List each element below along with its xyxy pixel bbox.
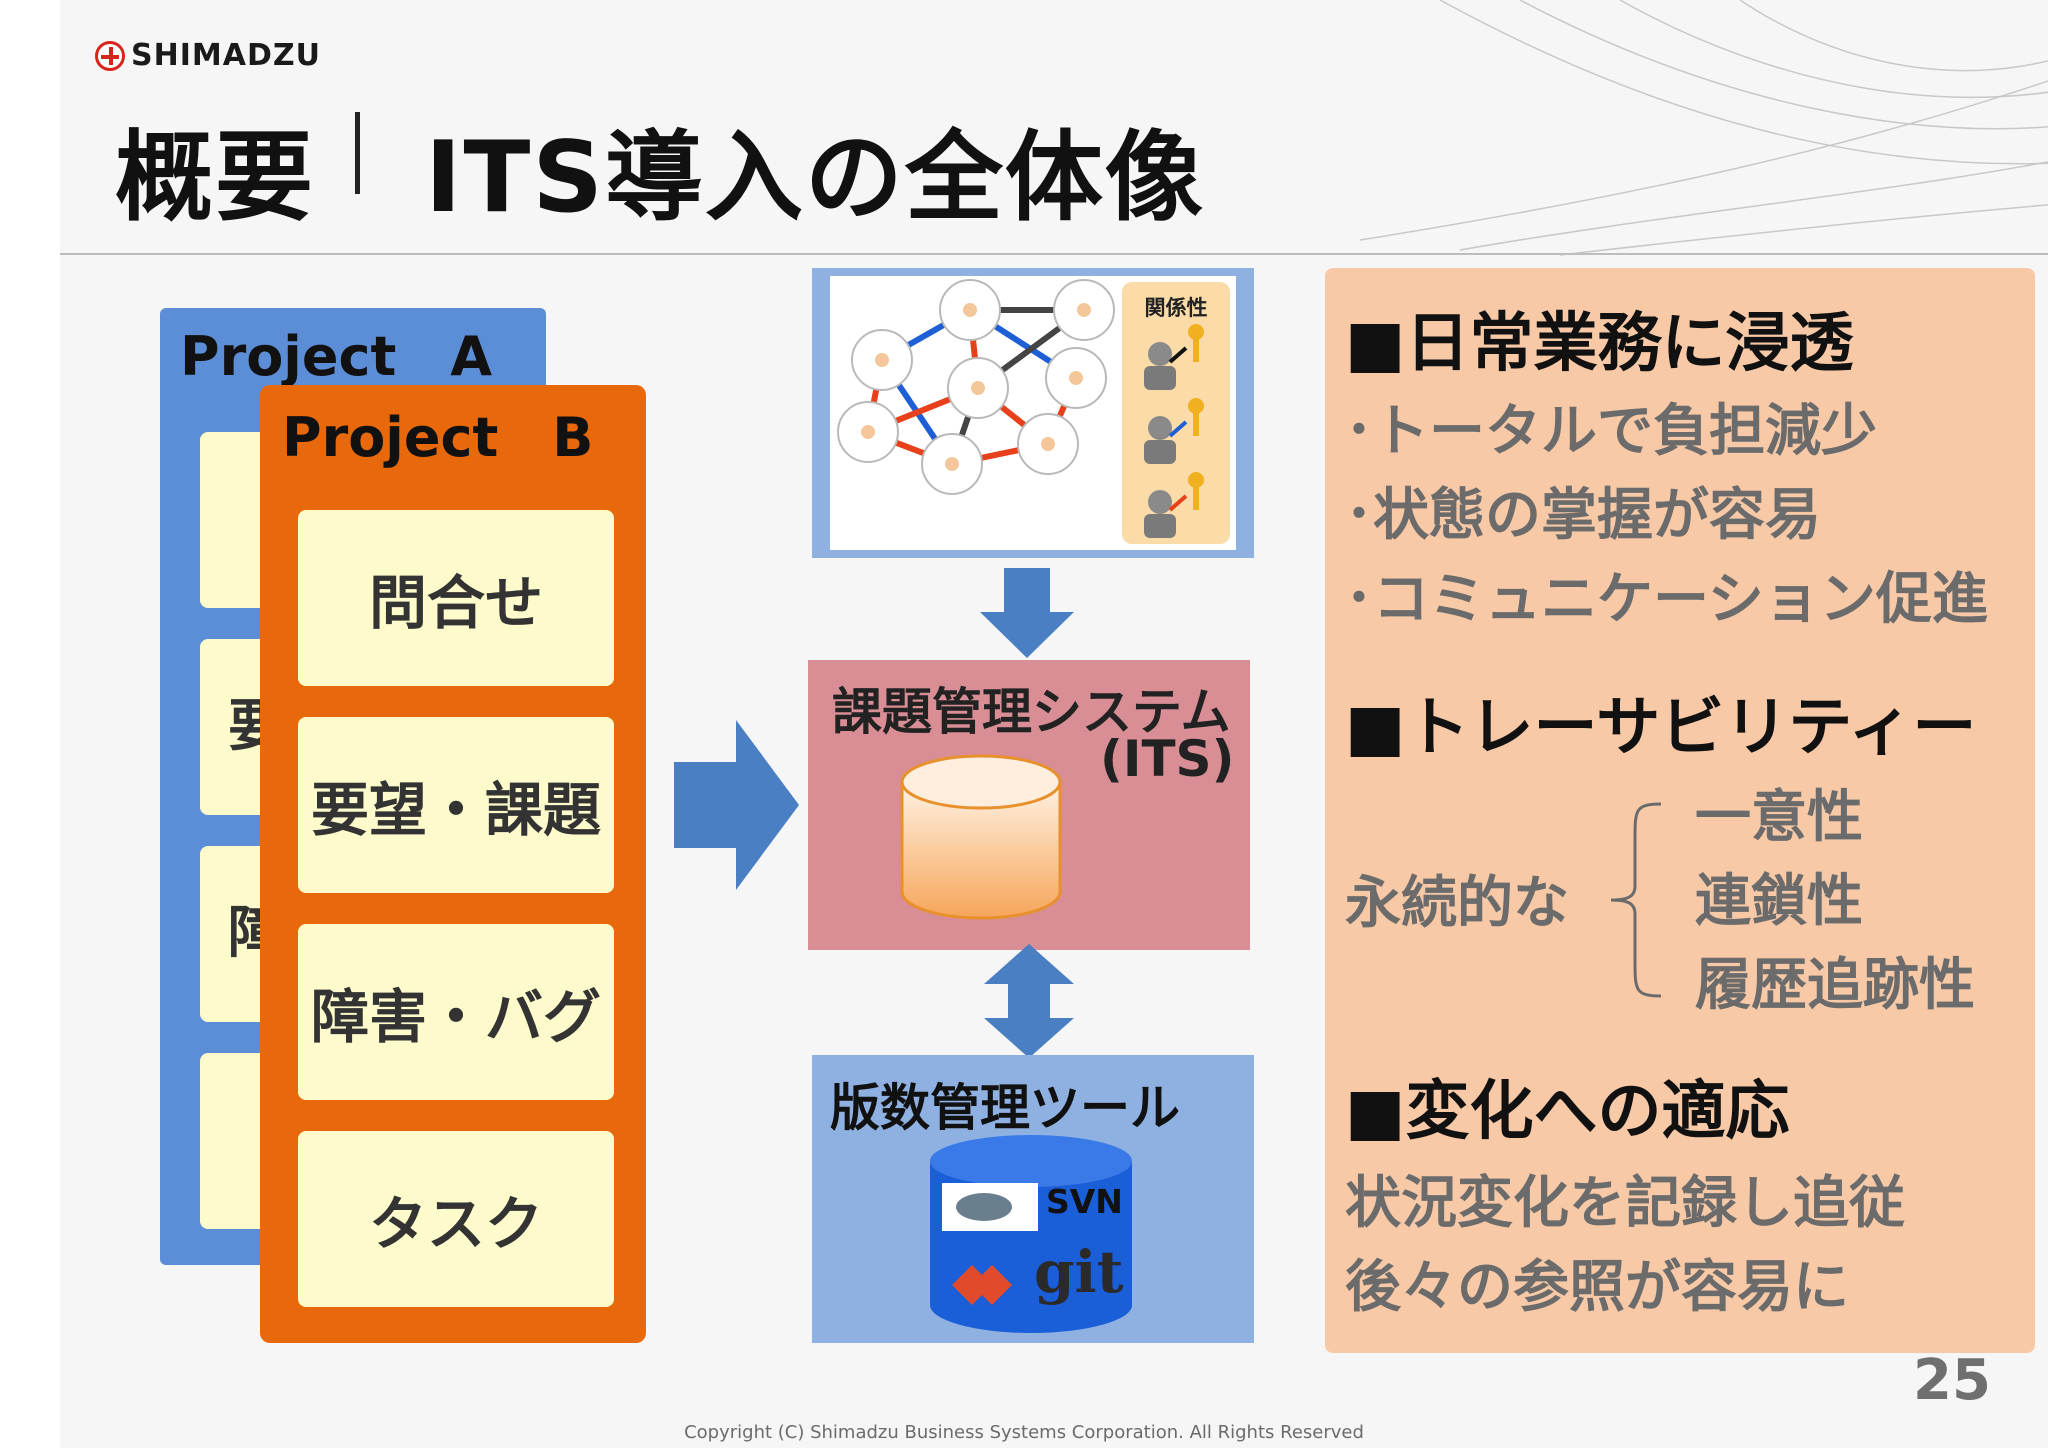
repository-icon <box>930 1135 1132 1333</box>
database-icon <box>900 754 1062 920</box>
its-title: 課題管理システム <box>832 683 1231 741</box>
project-a-title: Project A <box>180 325 493 388</box>
svn-label: SVN <box>1046 1182 1123 1221</box>
page-title: 概要 ITS導入の全体像 <box>115 98 1205 240</box>
title-left: 概要 <box>115 121 316 235</box>
card-request-issue: 要望・課題 <box>298 717 614 893</box>
section2-item: 履歴追跡性 <box>1695 953 1975 1018</box>
person-key-icon <box>1144 324 1204 538</box>
section2-item: 一意性 <box>1695 785 1863 850</box>
card-task: タスク <box>298 1131 614 1307</box>
down-arrow-icon <box>980 568 1074 658</box>
section2-item: 連鎖性 <box>1695 869 1863 934</box>
benefits-panel <box>1325 268 2035 1353</box>
title-right: ITS導入の全体像 <box>425 121 1205 235</box>
network-graph <box>837 279 1115 495</box>
git-label: git <box>1034 1238 1124 1306</box>
brace-icon <box>1610 802 1662 998</box>
right-arrow-icon <box>674 720 799 890</box>
its-subtitle: (ITS) <box>1100 730 1235 788</box>
logo-cross-icon <box>95 40 125 71</box>
header-divider <box>60 253 2048 255</box>
section2-lead: 永続的な <box>1345 871 1569 936</box>
section1-bullet: ･トータルで負担減少 <box>1345 399 1877 464</box>
section1-bullet: ･コミュニケーション促進 <box>1345 567 1988 632</box>
section1-heading: ■日常業務に浸透 <box>1345 307 1854 381</box>
copyright: Copyright (C) Shimadzu Business Systems … <box>684 1422 1364 1443</box>
logo-text: SHIMADZU <box>131 38 321 73</box>
section3-line: 状況変化を記録し追従 <box>1345 1171 1905 1236</box>
title-separator <box>355 112 360 194</box>
section3-line: 後々の参照が容易に <box>1345 1255 1849 1320</box>
section2-heading: ■トレーサビリティー <box>1345 691 1977 765</box>
page-number: 25 <box>1913 1348 1991 1413</box>
version-control-title: 版数管理ツール <box>830 1079 1180 1137</box>
relation-panel <box>1122 282 1230 544</box>
card-bug: 障害・バグ <box>298 924 614 1100</box>
relation-label: 関係性 <box>1144 296 1208 320</box>
section1-bullet: ･状態の掌握が容易 <box>1345 483 1821 548</box>
card-inquiry: 問合せ <box>298 510 614 686</box>
bidirectional-arrow-icon <box>984 944 1074 1058</box>
decorative-curves <box>1360 0 2048 256</box>
company-logo: SHIMADZU <box>95 38 321 73</box>
project-b-title: Project B <box>282 406 594 469</box>
section3-heading: ■変化への適応 <box>1345 1075 1790 1149</box>
